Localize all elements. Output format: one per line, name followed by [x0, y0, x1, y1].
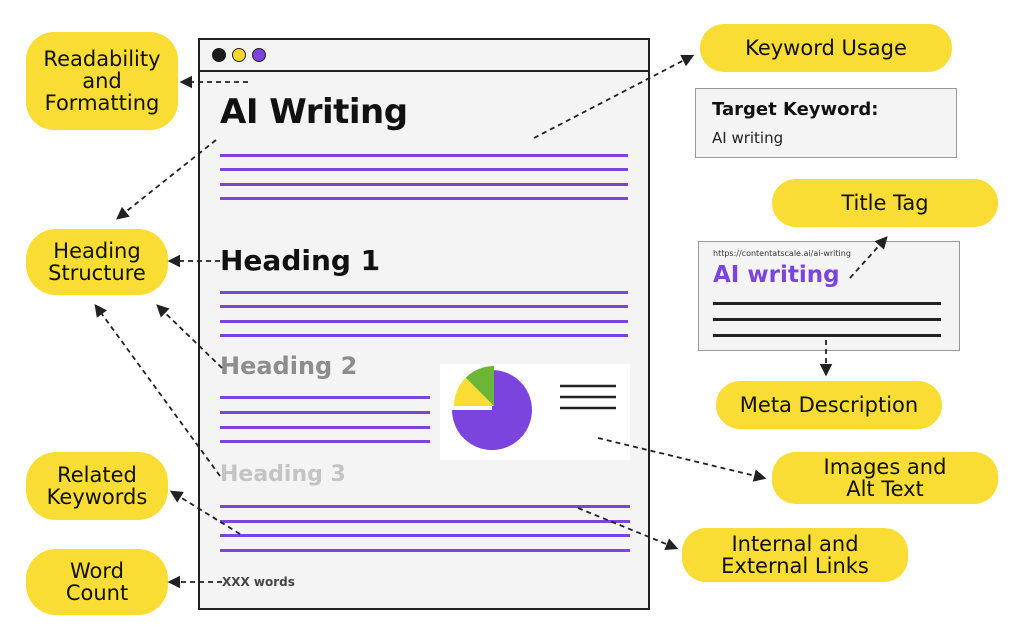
label-heading-structure: Heading Structure — [26, 229, 168, 295]
window-dot-yellow — [232, 48, 246, 62]
pie-chart-image — [452, 366, 616, 450]
label-word-count: Word Count — [26, 549, 168, 615]
text-line — [220, 440, 430, 443]
arrow-images-alt-text — [597, 437, 767, 482]
serp-description-line — [713, 318, 941, 321]
serp-title: AI writing — [713, 262, 840, 288]
serp-url: https://contentatscale.ai/ai-writing — [713, 249, 851, 258]
text-line — [220, 549, 630, 552]
pie-slice-purple — [452, 370, 532, 450]
label-title-tag: Title Tag — [772, 179, 998, 227]
label-internal-external-links: Internal and External Links — [682, 528, 908, 582]
serp-description-line — [713, 334, 941, 337]
label-meta-description: Meta Description — [716, 381, 942, 429]
target-keyword-heading: Target Keyword: — [712, 99, 879, 120]
arrow-keyword-usage — [533, 54, 695, 139]
arrow-related-keywords — [169, 490, 241, 535]
arrow-title-to-heading-structure — [116, 139, 217, 220]
target-keyword-value: AI writing — [712, 129, 784, 147]
text-line — [220, 396, 430, 399]
arrow-internal-external-links — [577, 507, 679, 551]
text-line — [220, 154, 628, 157]
window-dot-purple — [252, 48, 266, 62]
heading-3: Heading 3 — [220, 462, 346, 487]
pie-slice-yellow — [454, 377, 494, 406]
text-line — [220, 305, 628, 308]
word-count-text: XXX words — [222, 575, 295, 589]
text-line — [220, 291, 628, 294]
serp-preview-box: https://contentatscale.ai/ai-writing AI … — [698, 241, 960, 351]
text-line — [220, 534, 630, 537]
image-box — [440, 364, 630, 460]
serp-description-line — [713, 302, 941, 305]
label-keyword-usage: Keyword Usage — [700, 24, 952, 72]
text-line — [220, 505, 630, 508]
page-title: AI Writing — [220, 92, 408, 132]
label-related-keywords: Related Keywords — [26, 452, 168, 520]
text-line — [220, 411, 430, 414]
text-line — [220, 334, 628, 337]
heading-2: Heading 2 — [220, 352, 358, 380]
label-images-alt-text: Images and Alt Text — [772, 452, 998, 504]
text-line — [220, 197, 628, 200]
text-line — [220, 426, 430, 429]
arrow-heading2-to-structure — [156, 304, 223, 369]
browser-titlebar — [200, 40, 648, 72]
text-line — [220, 520, 630, 523]
browser-window: AI Writing Heading 1 Heading 2 Heading 3… — [198, 38, 650, 610]
target-keyword-box: Target Keyword: AI writing — [695, 88, 957, 158]
pie-slice-green — [465, 366, 494, 406]
text-line — [220, 320, 628, 323]
text-line — [220, 183, 628, 186]
arrow-title-tag — [849, 236, 888, 279]
text-line — [220, 168, 628, 171]
arrow-heading3-to-structure — [94, 303, 221, 477]
heading-1: Heading 1 — [220, 244, 381, 277]
window-dot-black — [212, 48, 226, 62]
label-readability-formatting: Readability and Formatting — [26, 32, 178, 130]
